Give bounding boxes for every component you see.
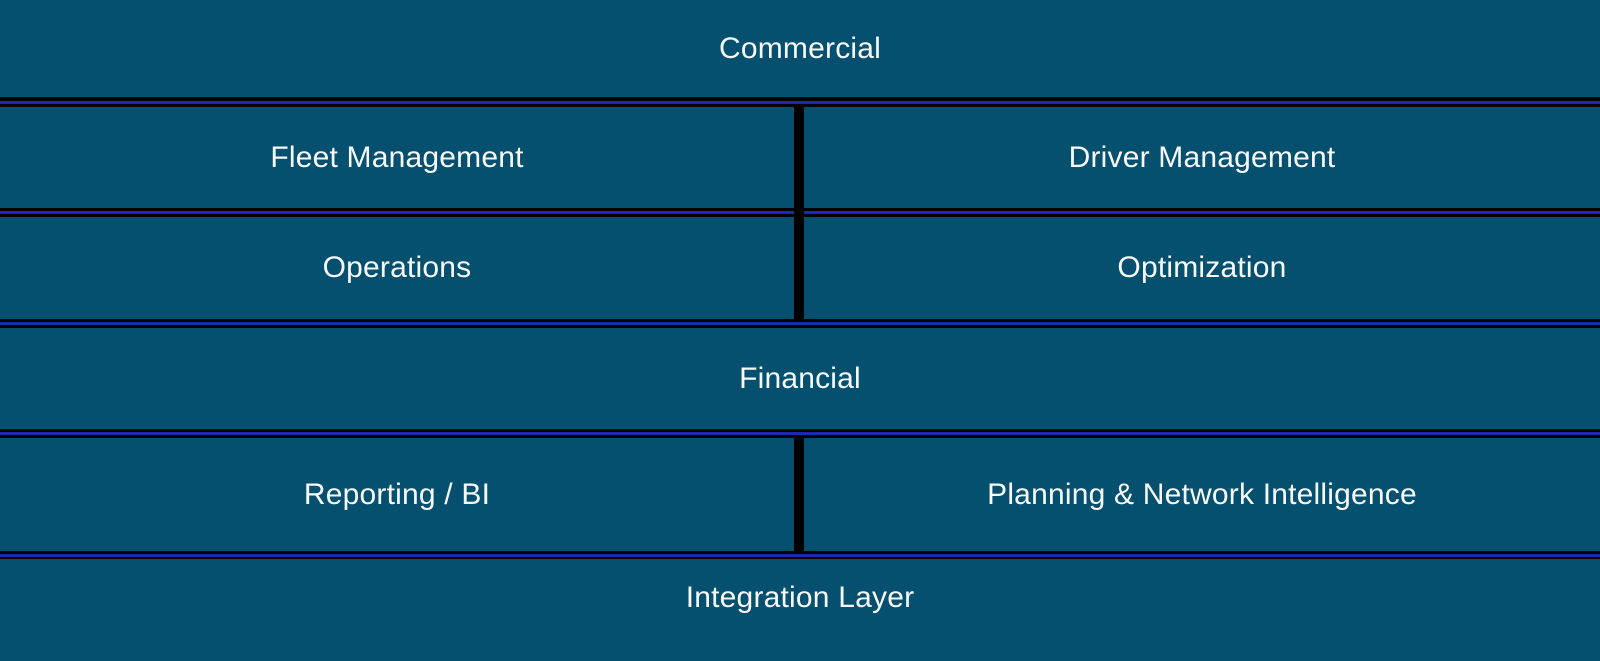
box-integration-layer: Integration Layer bbox=[0, 559, 1600, 661]
box-label: Operations bbox=[322, 251, 472, 284]
row-separator bbox=[804, 208, 1600, 217]
box-label: Commercial bbox=[718, 31, 882, 65]
box-fleet-management: Fleet Management bbox=[0, 107, 794, 208]
separator-line bbox=[0, 553, 1600, 557]
box-label: Optimization bbox=[1117, 251, 1287, 284]
box-label: Driver Management bbox=[1068, 140, 1336, 174]
box-label: Integration Layer bbox=[685, 581, 915, 614]
box-planning-network-intelligence: Planning & Network Intelligence bbox=[804, 438, 1600, 551]
row-separator bbox=[0, 551, 1600, 559]
box-label: Financial bbox=[739, 361, 861, 395]
box-operations: Operations bbox=[0, 217, 794, 319]
separator-line bbox=[0, 322, 1600, 325]
box-optimization: Optimization bbox=[804, 217, 1600, 319]
box-commercial: Commercial bbox=[0, 0, 1600, 97]
box-reporting-bi: Reporting / BI bbox=[0, 438, 794, 551]
box-label: Reporting / BI bbox=[303, 477, 491, 511]
box-label: Fleet Management bbox=[270, 140, 524, 174]
row-separator bbox=[0, 97, 1600, 107]
box-label: Planning & Network Intelligence bbox=[987, 477, 1417, 511]
separator-line bbox=[0, 432, 1600, 435]
row-separator bbox=[0, 319, 1600, 328]
box-financial: Financial bbox=[0, 328, 1600, 429]
row-separator bbox=[0, 429, 1600, 438]
separator-line bbox=[0, 211, 794, 214]
separator-line bbox=[0, 100, 1600, 104]
box-driver-management: Driver Management bbox=[804, 107, 1600, 208]
row-separator bbox=[0, 208, 794, 217]
column-divider-gap bbox=[794, 208, 804, 217]
separator-line bbox=[804, 211, 1600, 214]
